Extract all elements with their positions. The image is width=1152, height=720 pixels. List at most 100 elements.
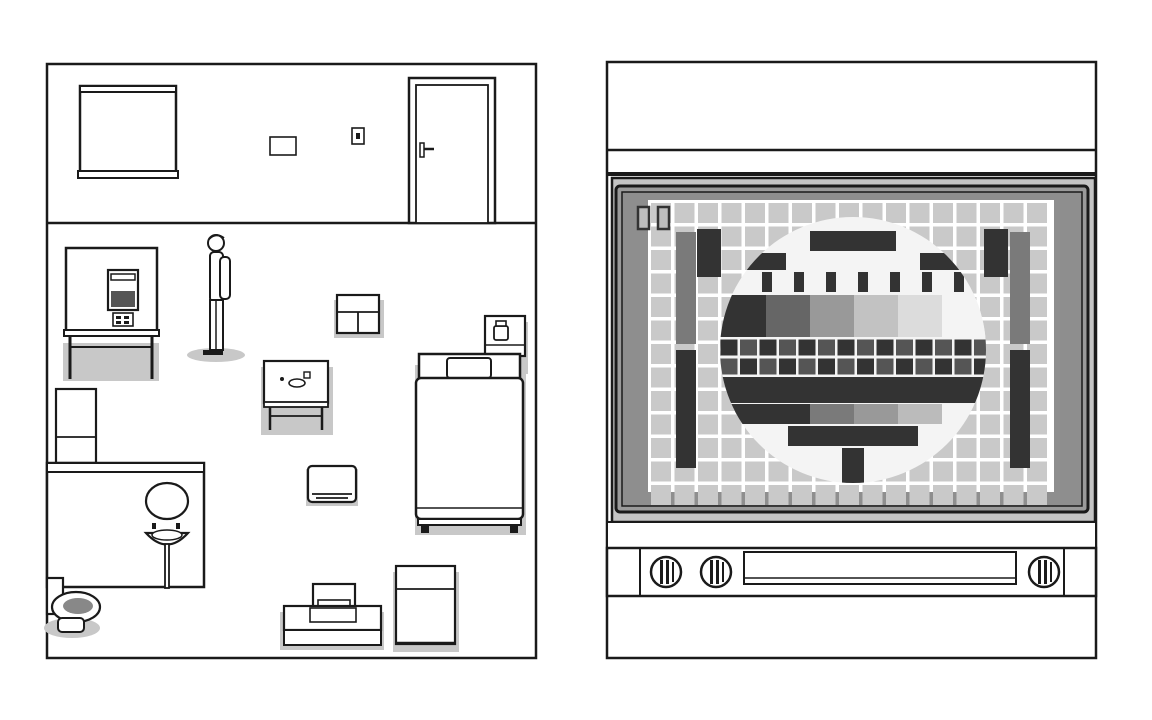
- tv-screen[interactable]: [636, 200, 1054, 505]
- test-card-block: [906, 272, 916, 292]
- door-icon[interactable]: [407, 76, 497, 225]
- test-card-checker: [720, 357, 739, 376]
- test-card-tile: [792, 485, 812, 505]
- test-card-circle: [720, 217, 986, 483]
- test-card-tile: [651, 438, 671, 458]
- test-card-block: [826, 272, 836, 292]
- test-card-tile: [956, 461, 977, 482]
- test-card-tile: [815, 203, 836, 223]
- test-card-tile: [698, 367, 718, 388]
- test-card-tile: [792, 203, 812, 223]
- test-card-tile: [698, 320, 718, 341]
- test-card-checker: [895, 357, 914, 376]
- test-card-tile: [1027, 226, 1047, 247]
- test-card-tile: [745, 461, 765, 482]
- tv-set-icon[interactable]: [306, 464, 358, 506]
- test-card-checker: [953, 357, 973, 376]
- test-card-tile: [721, 414, 742, 435]
- test-card-tile: [651, 273, 671, 294]
- test-card-tile: [721, 461, 742, 482]
- test-card-tile: [651, 485, 671, 505]
- test-card-checker: [836, 357, 856, 376]
- player-character[interactable]: [187, 234, 245, 362]
- test-card-tile: [909, 485, 930, 505]
- test-card-tile: [956, 203, 977, 223]
- test-card-checker: [914, 338, 934, 357]
- test-card-checker: [797, 338, 817, 357]
- test-card-checker: [758, 338, 778, 357]
- test-card-tile: [862, 485, 883, 505]
- test-card-tile: [886, 203, 906, 223]
- mirror[interactable]: [144, 481, 190, 521]
- bed-icon[interactable]: [414, 352, 526, 535]
- test-card-tile: [651, 344, 671, 364]
- test-card-checker: [914, 357, 934, 376]
- test-card-tile: [839, 485, 859, 505]
- test-card-tile: [698, 461, 718, 482]
- test-card-tile: [651, 226, 671, 247]
- test-card-checker: [895, 338, 914, 357]
- test-card-tile: [980, 297, 1000, 317]
- test-card-tile: [698, 344, 718, 364]
- test-card-tile: [1027, 485, 1047, 505]
- test-card-tile: [980, 438, 1000, 458]
- test-card-block: [890, 272, 900, 292]
- test-card-block: [810, 272, 820, 292]
- test-card-tile: [698, 414, 718, 435]
- tv-stand[interactable]: [280, 582, 384, 650]
- test-card-checker: [739, 357, 758, 376]
- test-card-tile: [886, 485, 906, 505]
- test-card-checker: [758, 357, 778, 376]
- knob-middle-icon[interactable]: [699, 555, 733, 589]
- test-card-tile: [909, 203, 930, 223]
- test-card-tile: [721, 226, 742, 247]
- desk-with-coffee-machine[interactable]: [63, 246, 160, 381]
- knob-left-icon[interactable]: [649, 555, 683, 589]
- test-card-checker: [817, 357, 836, 376]
- sink-icon[interactable]: [143, 523, 191, 589]
- window[interactable]: [77, 84, 179, 179]
- test-card-tile: [651, 414, 671, 435]
- test-card-tile: [933, 226, 953, 247]
- test-card-checker: [739, 338, 758, 357]
- test-card-tile: [698, 203, 718, 223]
- test-card-tile: [651, 297, 671, 317]
- test-card-tile: [1027, 250, 1047, 270]
- test-card-checker: [797, 357, 817, 376]
- test-card-tile: [956, 226, 977, 247]
- test-card-tile: [933, 461, 953, 482]
- coffee-table[interactable]: [261, 359, 333, 435]
- test-card-tile: [651, 367, 671, 388]
- test-card-checker: [856, 357, 875, 376]
- test-card-checker: [817, 338, 836, 357]
- test-card-tile: [933, 203, 953, 223]
- test-card-tile: [980, 485, 1000, 505]
- test-card-tile: [1027, 203, 1047, 223]
- test-card-tile: [745, 226, 765, 247]
- wardrobe[interactable]: [54, 387, 98, 465]
- test-card-tile: [956, 438, 977, 458]
- test-card-tile: [980, 273, 1000, 294]
- test-card-checker: [856, 338, 875, 357]
- test-card-tile: [980, 414, 1000, 435]
- wall-poster[interactable]: [269, 136, 297, 156]
- light-switch[interactable]: [351, 127, 365, 145]
- test-card-block: [762, 272, 772, 292]
- fridge-icon[interactable]: [393, 564, 459, 652]
- test-card-checker: [934, 338, 953, 357]
- test-card-tile: [980, 203, 1000, 223]
- test-card-tile: [1027, 438, 1047, 458]
- knob-right-icon[interactable]: [1027, 555, 1061, 589]
- pause-icon[interactable]: [636, 205, 671, 231]
- test-card-tile: [721, 485, 742, 505]
- test-card-block: [778, 272, 788, 292]
- test-card-tile: [1027, 367, 1047, 388]
- small-cabinet[interactable]: [334, 293, 384, 338]
- test-card-tile: [1027, 461, 1047, 482]
- test-card-tile: [980, 391, 1000, 411]
- toilet-icon[interactable]: [44, 576, 102, 638]
- test-card-tile: [815, 485, 836, 505]
- test-card-tile: [933, 485, 953, 505]
